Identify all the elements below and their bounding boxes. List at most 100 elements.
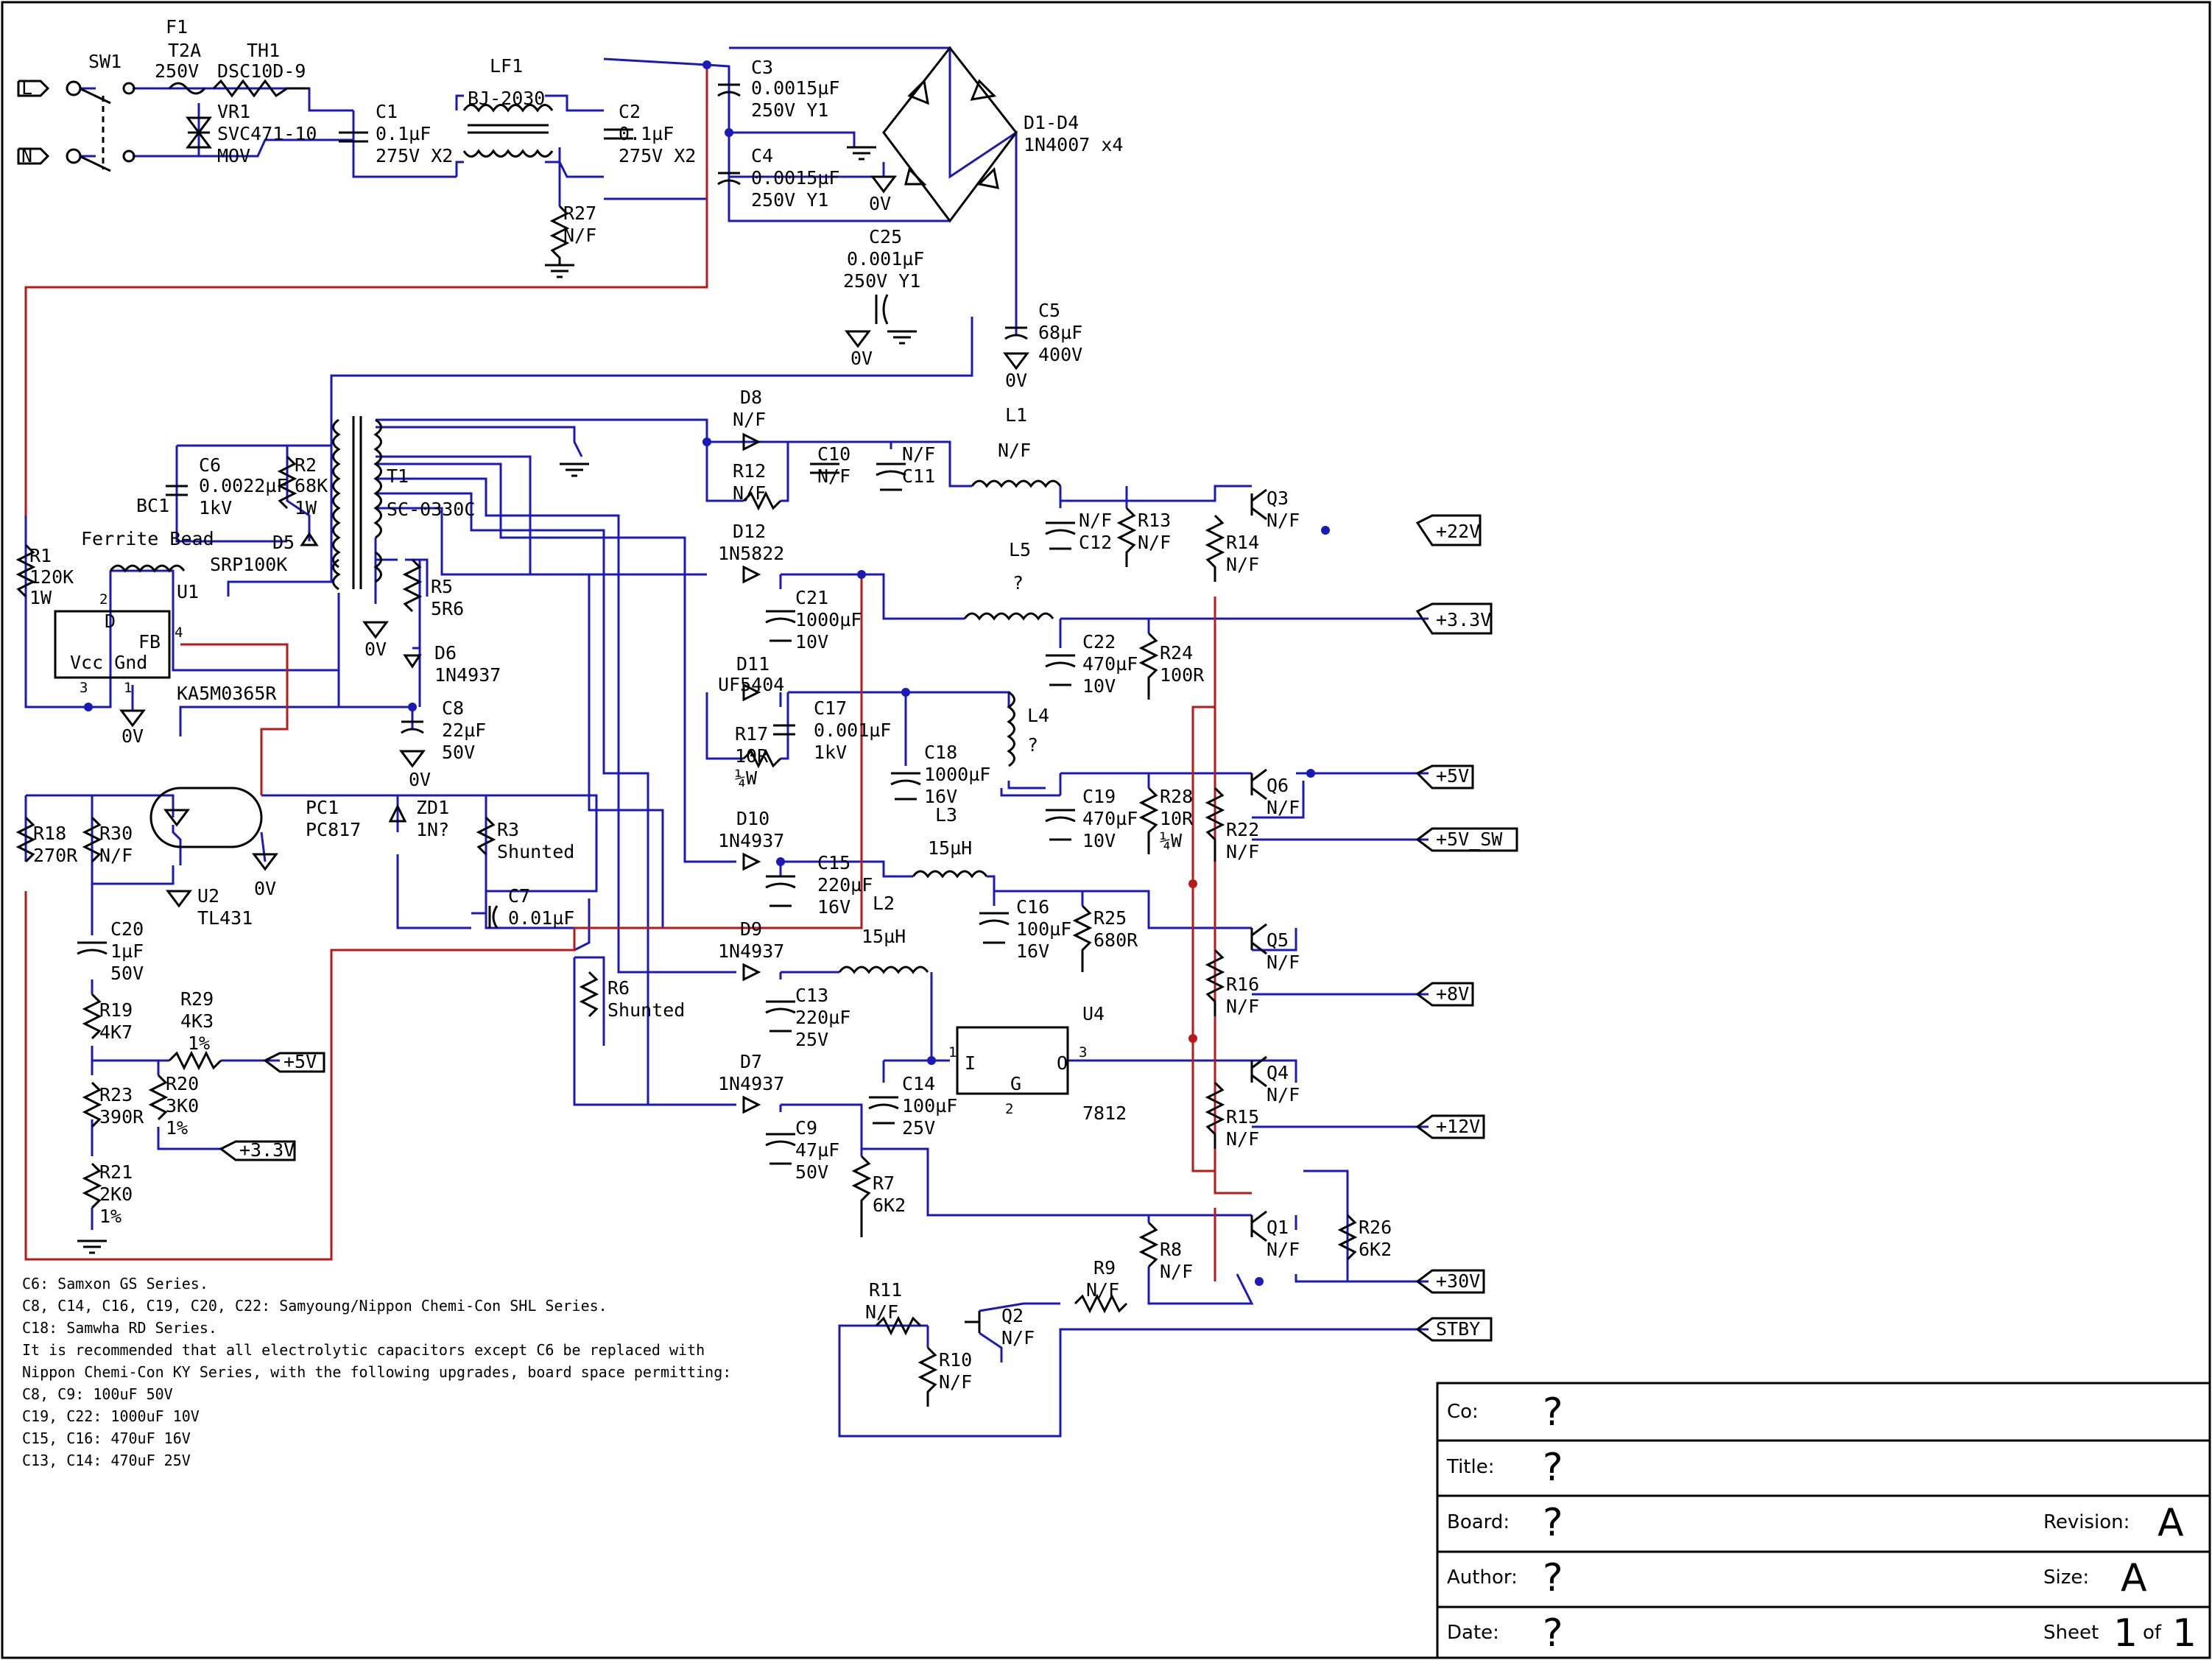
c9-label: C9 — [795, 1117, 817, 1139]
r26-value: 6K2 — [1359, 1239, 1392, 1260]
l4-value: ? — [1027, 734, 1038, 756]
r18-label: R18 — [33, 823, 66, 844]
r25-label: R25 — [1093, 907, 1127, 929]
u1-part: KA5M0365R — [177, 683, 277, 704]
r10-value: N/F — [939, 1371, 972, 1393]
title-block — [1436, 1382, 2211, 1659]
gnd-u1-label: 0V — [121, 725, 144, 747]
c14-label: C14 — [902, 1073, 935, 1094]
c6-rating: 1kV — [199, 497, 232, 518]
port-5v-sw: +5V_SW — [1436, 829, 1503, 850]
c11-label: C11 — [902, 465, 935, 487]
c5-label: C5 — [1038, 300, 1060, 321]
c12-symbol — [1045, 521, 1076, 550]
t1-label: T1 — [387, 465, 409, 487]
r25-symbol — [1072, 904, 1093, 972]
c17-rating: 1kV — [814, 742, 847, 763]
c7-symbol — [488, 905, 499, 929]
d9-label: D9 — [740, 918, 762, 940]
c15-symbol — [765, 875, 796, 907]
ground-bridge — [870, 175, 897, 194]
r2-rating: 1W — [295, 497, 317, 518]
r17-symbol — [742, 748, 782, 769]
r3-symbol — [476, 816, 496, 856]
r15-label: R15 — [1226, 1106, 1259, 1128]
f1-rating: T2A — [168, 40, 201, 61]
r23-label: R23 — [99, 1084, 133, 1105]
port-5v: +5V — [1436, 765, 1469, 787]
gnd-t1-label: 0V — [364, 639, 387, 660]
ferrite-bead-label: Ferrite Bead — [81, 528, 214, 549]
r13-symbol — [1116, 507, 1137, 567]
c2-symbol — [604, 128, 633, 140]
pc1-symbol — [149, 787, 263, 848]
r2-value: 68K — [295, 475, 328, 496]
c3-symbol — [717, 83, 741, 97]
q5-symbol — [1250, 923, 1267, 955]
gnd-c5-label: 0V — [1005, 370, 1027, 391]
c15-label: C15 — [817, 852, 850, 873]
r1-symbol — [15, 544, 36, 598]
r13-label: R13 — [1138, 510, 1171, 531]
port-8v: +8V — [1436, 983, 1469, 1005]
r2-label: R2 — [295, 454, 317, 476]
d6-part: 1N4937 — [434, 664, 501, 686]
c12-label: C12 — [1079, 532, 1112, 553]
r19-symbol — [82, 993, 102, 1040]
tb-title-label: Title: — [1446, 1456, 1494, 1478]
u1-symbol — [54, 610, 171, 679]
c19-value: 470µF — [1082, 808, 1138, 829]
note-line-5: Nippon Chemi-Con KY Series, with the fol… — [22, 1363, 731, 1381]
gnd-bridge-label: 0V — [869, 193, 891, 214]
r9-label: R9 — [1093, 1257, 1116, 1279]
r23-symbol — [82, 1081, 102, 1128]
ground-feedback — [77, 1239, 107, 1254]
c11-symbol — [876, 463, 906, 491]
q2-label: Q2 — [1001, 1305, 1024, 1326]
d7-part: 1N4937 — [718, 1073, 784, 1094]
c22-value: 470µF — [1082, 653, 1138, 675]
r21-symbol — [82, 1162, 102, 1209]
r11-value: N/F — [865, 1301, 898, 1323]
c1-rating: 275V X2 — [376, 145, 453, 166]
r17-rating: ¼W — [735, 767, 758, 789]
q4-value: N/F — [1267, 1084, 1300, 1105]
d9-part: 1N4937 — [718, 940, 784, 962]
connector-l-label: L — [21, 77, 32, 99]
c4-label: C4 — [751, 145, 773, 166]
r17-value: 10R — [735, 745, 769, 767]
wiring-red — [24, 65, 1252, 1281]
r12-value: N/F — [733, 482, 766, 504]
c3-rating: 250V Y1 — [751, 99, 828, 121]
r20-tolerance: 1% — [166, 1117, 188, 1139]
c5-rating: 400V — [1038, 344, 1082, 365]
c14-value: 100µF — [902, 1095, 957, 1116]
th1-symbol — [212, 79, 309, 98]
tb-date-value: ? — [1543, 1611, 1563, 1656]
c10-label: C10 — [817, 443, 850, 465]
r11-label: R11 — [869, 1279, 902, 1301]
c20-label: C20 — [110, 918, 144, 940]
tb-size-value: A — [2121, 1556, 2147, 1600]
c14-symbol — [868, 1096, 899, 1125]
l4-symbol — [1007, 691, 1015, 767]
bridge-symbol — [882, 46, 1018, 223]
r14-value: N/F — [1226, 554, 1259, 575]
port-3v3: +3.3V — [1436, 609, 1491, 630]
r29-tolerance: 1% — [188, 1033, 210, 1054]
r29-symbol — [168, 1050, 222, 1071]
c21-symbol — [765, 610, 796, 642]
zd1-label: ZD1 — [416, 797, 449, 818]
c3-label: C3 — [751, 57, 773, 78]
f1-label: F1 — [166, 16, 188, 38]
tb-size-label: Size: — [2043, 1566, 2089, 1589]
r27-value: N/F — [563, 225, 596, 246]
ferrite-bead-part: SRP100K — [210, 554, 287, 575]
r6-value: Shunted — [607, 999, 685, 1021]
lf1-label: LF1 — [490, 55, 523, 77]
c13-rating: 25V — [795, 1029, 828, 1050]
u4-out: O — [1057, 1052, 1068, 1074]
r7-symbol — [851, 1155, 872, 1237]
